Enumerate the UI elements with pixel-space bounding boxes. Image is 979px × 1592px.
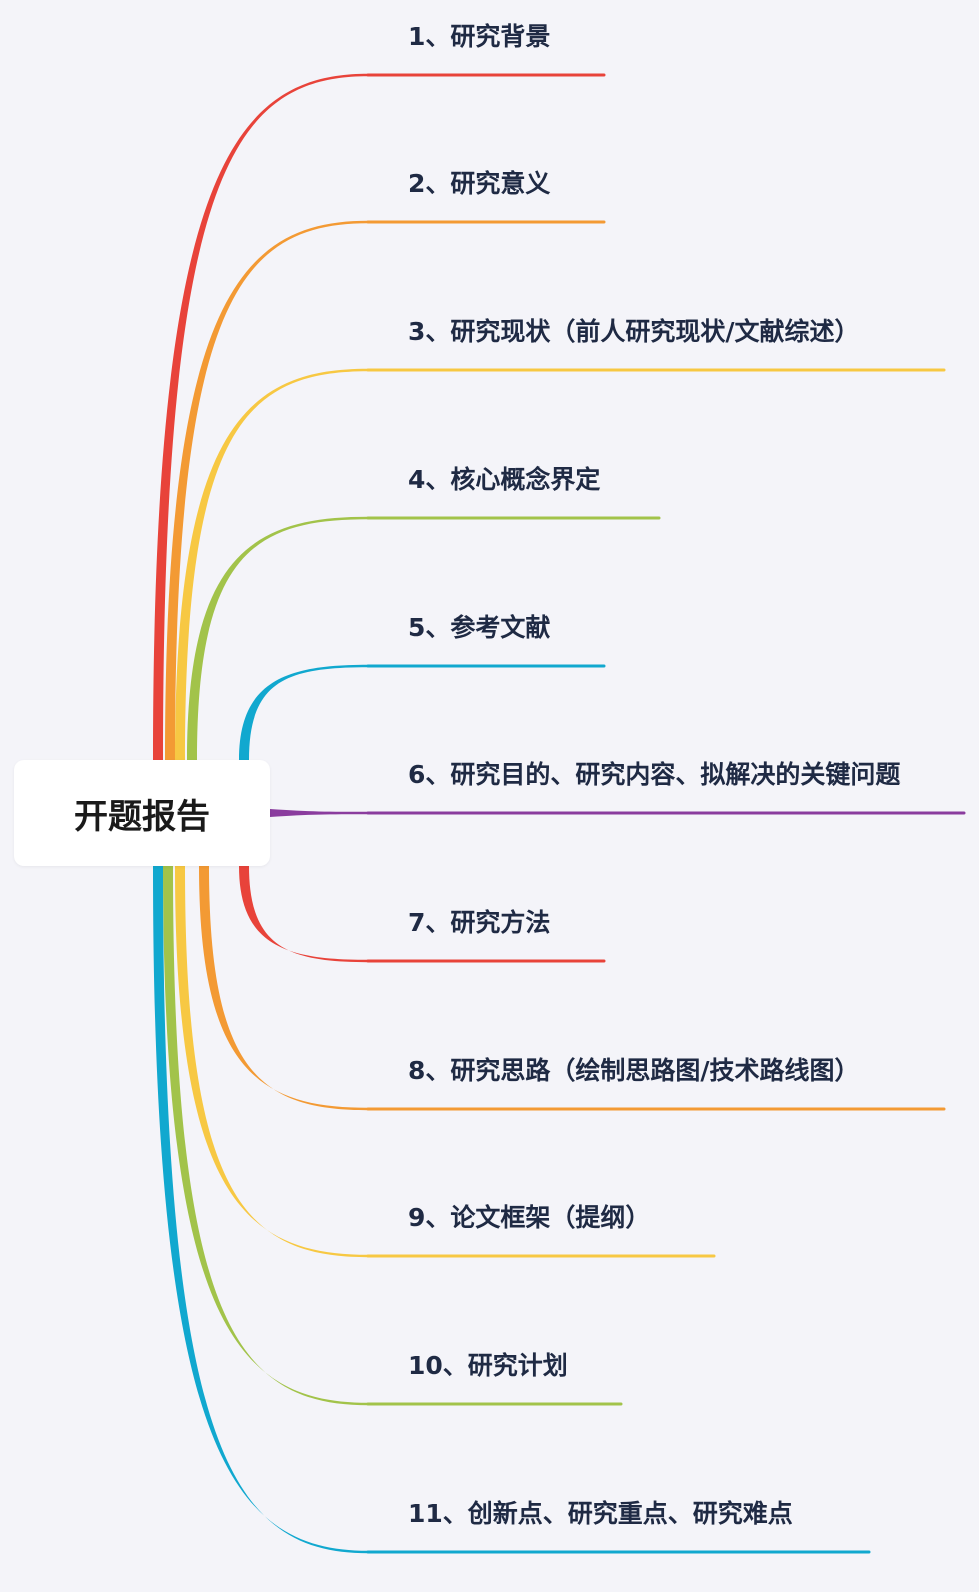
branch-connector-7	[239, 866, 368, 963]
branch-1	[153, 73, 606, 761]
branch-2	[165, 220, 606, 761]
branch-6	[270, 809, 966, 817]
branch-11	[153, 866, 871, 1554]
branch-connector-6	[270, 809, 368, 817]
branch-10	[163, 866, 623, 1406]
topic-3[interactable]: 3、研究现状（前人研究现状/文献综述）	[408, 317, 860, 346]
topic-6[interactable]: 6、研究目的、研究内容、拟解决的关键问题	[408, 760, 901, 789]
branch-9	[175, 866, 716, 1258]
branch-connector-4	[187, 516, 368, 760]
topic-2[interactable]: 2、研究意义	[408, 169, 551, 198]
branch-connector-10	[163, 866, 368, 1406]
topic-11[interactable]: 11、创新点、研究重点、研究难点	[408, 1499, 793, 1528]
branch-8	[199, 866, 946, 1111]
topic-8[interactable]: 8、研究思路（绘制思路图/技术路线图）	[408, 1056, 860, 1085]
branch-4	[187, 516, 661, 760]
topic-1[interactable]: 1、研究背景	[408, 22, 551, 51]
root-label: 开题报告	[74, 796, 210, 837]
branch-3	[175, 368, 946, 760]
root-node[interactable]: 开题报告	[14, 760, 270, 866]
topic-9[interactable]: 9、论文框架（提纲）	[408, 1203, 651, 1232]
topic-5[interactable]: 5、参考文献	[408, 613, 551, 642]
branch-connector-8	[199, 866, 368, 1111]
topic-4[interactable]: 4、核心概念界定	[408, 465, 601, 494]
branch-5	[239, 664, 606, 760]
topic-7[interactable]: 7、研究方法	[408, 908, 551, 937]
branch-connector-3	[175, 368, 368, 760]
branch-7	[239, 866, 606, 963]
branch-connector-5	[239, 664, 368, 760]
topic-10[interactable]: 10、研究计划	[408, 1351, 568, 1380]
